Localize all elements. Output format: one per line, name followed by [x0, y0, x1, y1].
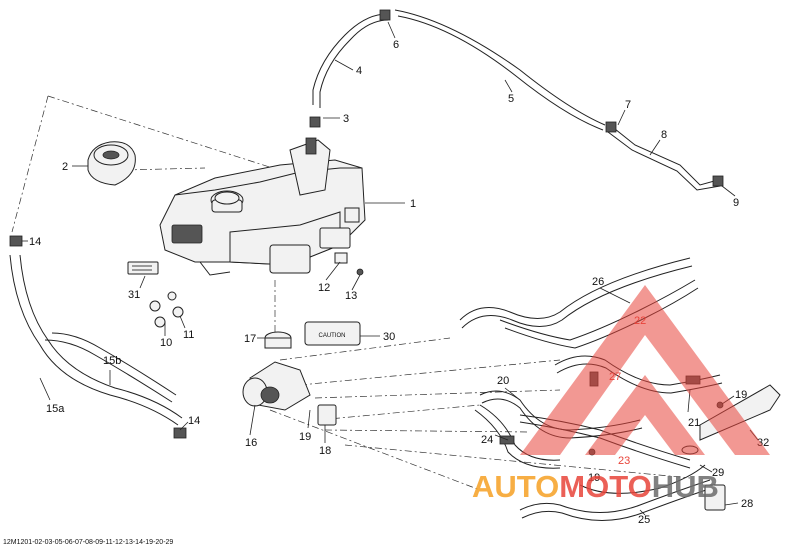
fuel-tank	[159, 137, 366, 276]
fuel-line-left	[9, 235, 187, 439]
reference-code: 12M1201-02-03-05-06-07-08-09-11-12-13-14…	[3, 539, 173, 546]
callout-9: 9	[733, 197, 739, 209]
watermark-triangle-logo	[520, 285, 770, 455]
callout-16: 16	[245, 437, 257, 449]
callout-11: 11	[183, 329, 194, 341]
callout-30: 30	[383, 331, 395, 343]
caution-label: CAUTION	[304, 321, 361, 346]
callout-15b: 15b	[103, 355, 121, 367]
vent-hoses	[309, 9, 724, 191]
callout-13: 13	[345, 290, 357, 302]
watermark-part1: AUTO	[472, 469, 559, 504]
svg-text:AUTOMOTOHUB: AUTOMOTOHUB	[472, 469, 719, 504]
callout-7: 7	[625, 99, 631, 111]
fuel-pump	[242, 331, 337, 426]
callout-19c: 19	[588, 472, 600, 484]
callout-8: 8	[661, 129, 667, 141]
callout-17: 17	[244, 333, 256, 345]
callout-19b: 19	[735, 389, 747, 401]
callout-24: 24	[481, 434, 493, 446]
callout-12: 12	[318, 282, 330, 294]
callout-4: 4	[356, 65, 362, 77]
callout-2: 2	[62, 161, 68, 173]
fuel-cap	[87, 141, 136, 186]
caution-text: CAUTION	[319, 333, 346, 339]
callout-15a: 15a	[46, 403, 65, 415]
fasteners	[149, 252, 364, 328]
callout-6: 6	[393, 39, 399, 51]
decal	[127, 261, 159, 275]
callout-23: 23	[618, 455, 630, 467]
callout-31: 31	[128, 289, 140, 301]
callout-1: 1	[410, 198, 416, 210]
watermark-part2: MOTO	[559, 469, 651, 504]
callout-19a: 19	[299, 431, 311, 443]
callout-3: 3	[343, 113, 349, 125]
callout-5: 5	[508, 93, 514, 105]
callout-labels: 1 2 3 4 5 6 7 8 9 10 11 12 13 14 14 15a …	[29, 39, 769, 526]
callout-14b: 14	[188, 415, 200, 427]
callout-14a: 14	[29, 236, 41, 248]
callout-21: 21	[688, 417, 700, 429]
watermark: AUTOMOTOHUB	[472, 285, 770, 504]
callout-26: 26	[592, 276, 604, 288]
dashed-guide-lines	[11, 95, 691, 491]
callout-20: 20	[497, 375, 509, 387]
watermark-part3: HUB	[652, 469, 719, 504]
callout-28: 28	[741, 498, 753, 510]
callout-25: 25	[638, 514, 650, 526]
callout-10: 10	[160, 337, 172, 349]
callout-29: 29	[712, 467, 724, 479]
callout-18: 18	[319, 445, 331, 457]
